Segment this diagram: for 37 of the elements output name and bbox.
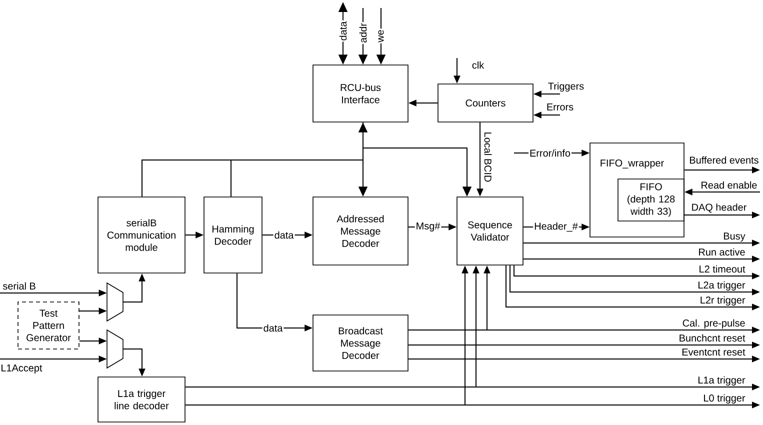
- module-box: Counters: [438, 84, 534, 122]
- signal-label: L1Accept: [2, 364, 42, 374]
- signal-label: Bunchcnt reset: [680, 334, 746, 342]
- module-box: serialB Communication module: [98, 196, 186, 274]
- edge-label: data: [338, 20, 348, 42]
- signal-label: Errors: [547, 104, 574, 110]
- signal-label: Read enable: [702, 181, 757, 189]
- signal-label: L2 timeout: [700, 265, 746, 273]
- dashed-box: Test Pattern Generator: [18, 302, 80, 350]
- signal-label: Buffered events: [690, 156, 758, 164]
- edge-label: we: [377, 28, 385, 44]
- edge-label: data: [273, 230, 295, 240]
- module-box: FIFO (depth 128 width 33): [618, 178, 684, 222]
- signal-label: Eventcnt reset: [682, 348, 746, 356]
- module-box: Hamming Decoder: [204, 196, 262, 274]
- signal-label: L2a trigger: [698, 281, 746, 291]
- signal-label: serial B: [2, 282, 36, 290]
- signal-label: Busy: [724, 232, 746, 242]
- signal-label: clk: [472, 61, 484, 69]
- signal-label: Run active: [699, 248, 745, 256]
- edge-label: Header_#: [533, 221, 579, 233]
- signal-label: Triggers: [548, 82, 584, 92]
- signal-label: Local BCID: [484, 132, 492, 182]
- module-box: L1a trigger line decoder: [98, 376, 186, 422]
- edge-label: data: [262, 323, 284, 333]
- edge-label: Error/info: [528, 148, 572, 158]
- module-box: Addressed Message Decoder: [312, 196, 408, 266]
- signal-label: L1a trigger: [698, 376, 746, 386]
- edge-label: addr: [358, 22, 368, 44]
- signal-label: DAQ header: [692, 203, 747, 213]
- edge-label: Msg#: [414, 222, 442, 232]
- signal-label: L2r trigger: [700, 296, 746, 306]
- module-box: Sequence Validator: [456, 196, 524, 266]
- module-box: Broadcast Message Decoder: [312, 314, 408, 372]
- module-box: RCU-bus Interface: [312, 64, 408, 122]
- signal-label: Cal. pre-pulse: [682, 319, 745, 329]
- signal-label: L0 trigger: [704, 394, 746, 404]
